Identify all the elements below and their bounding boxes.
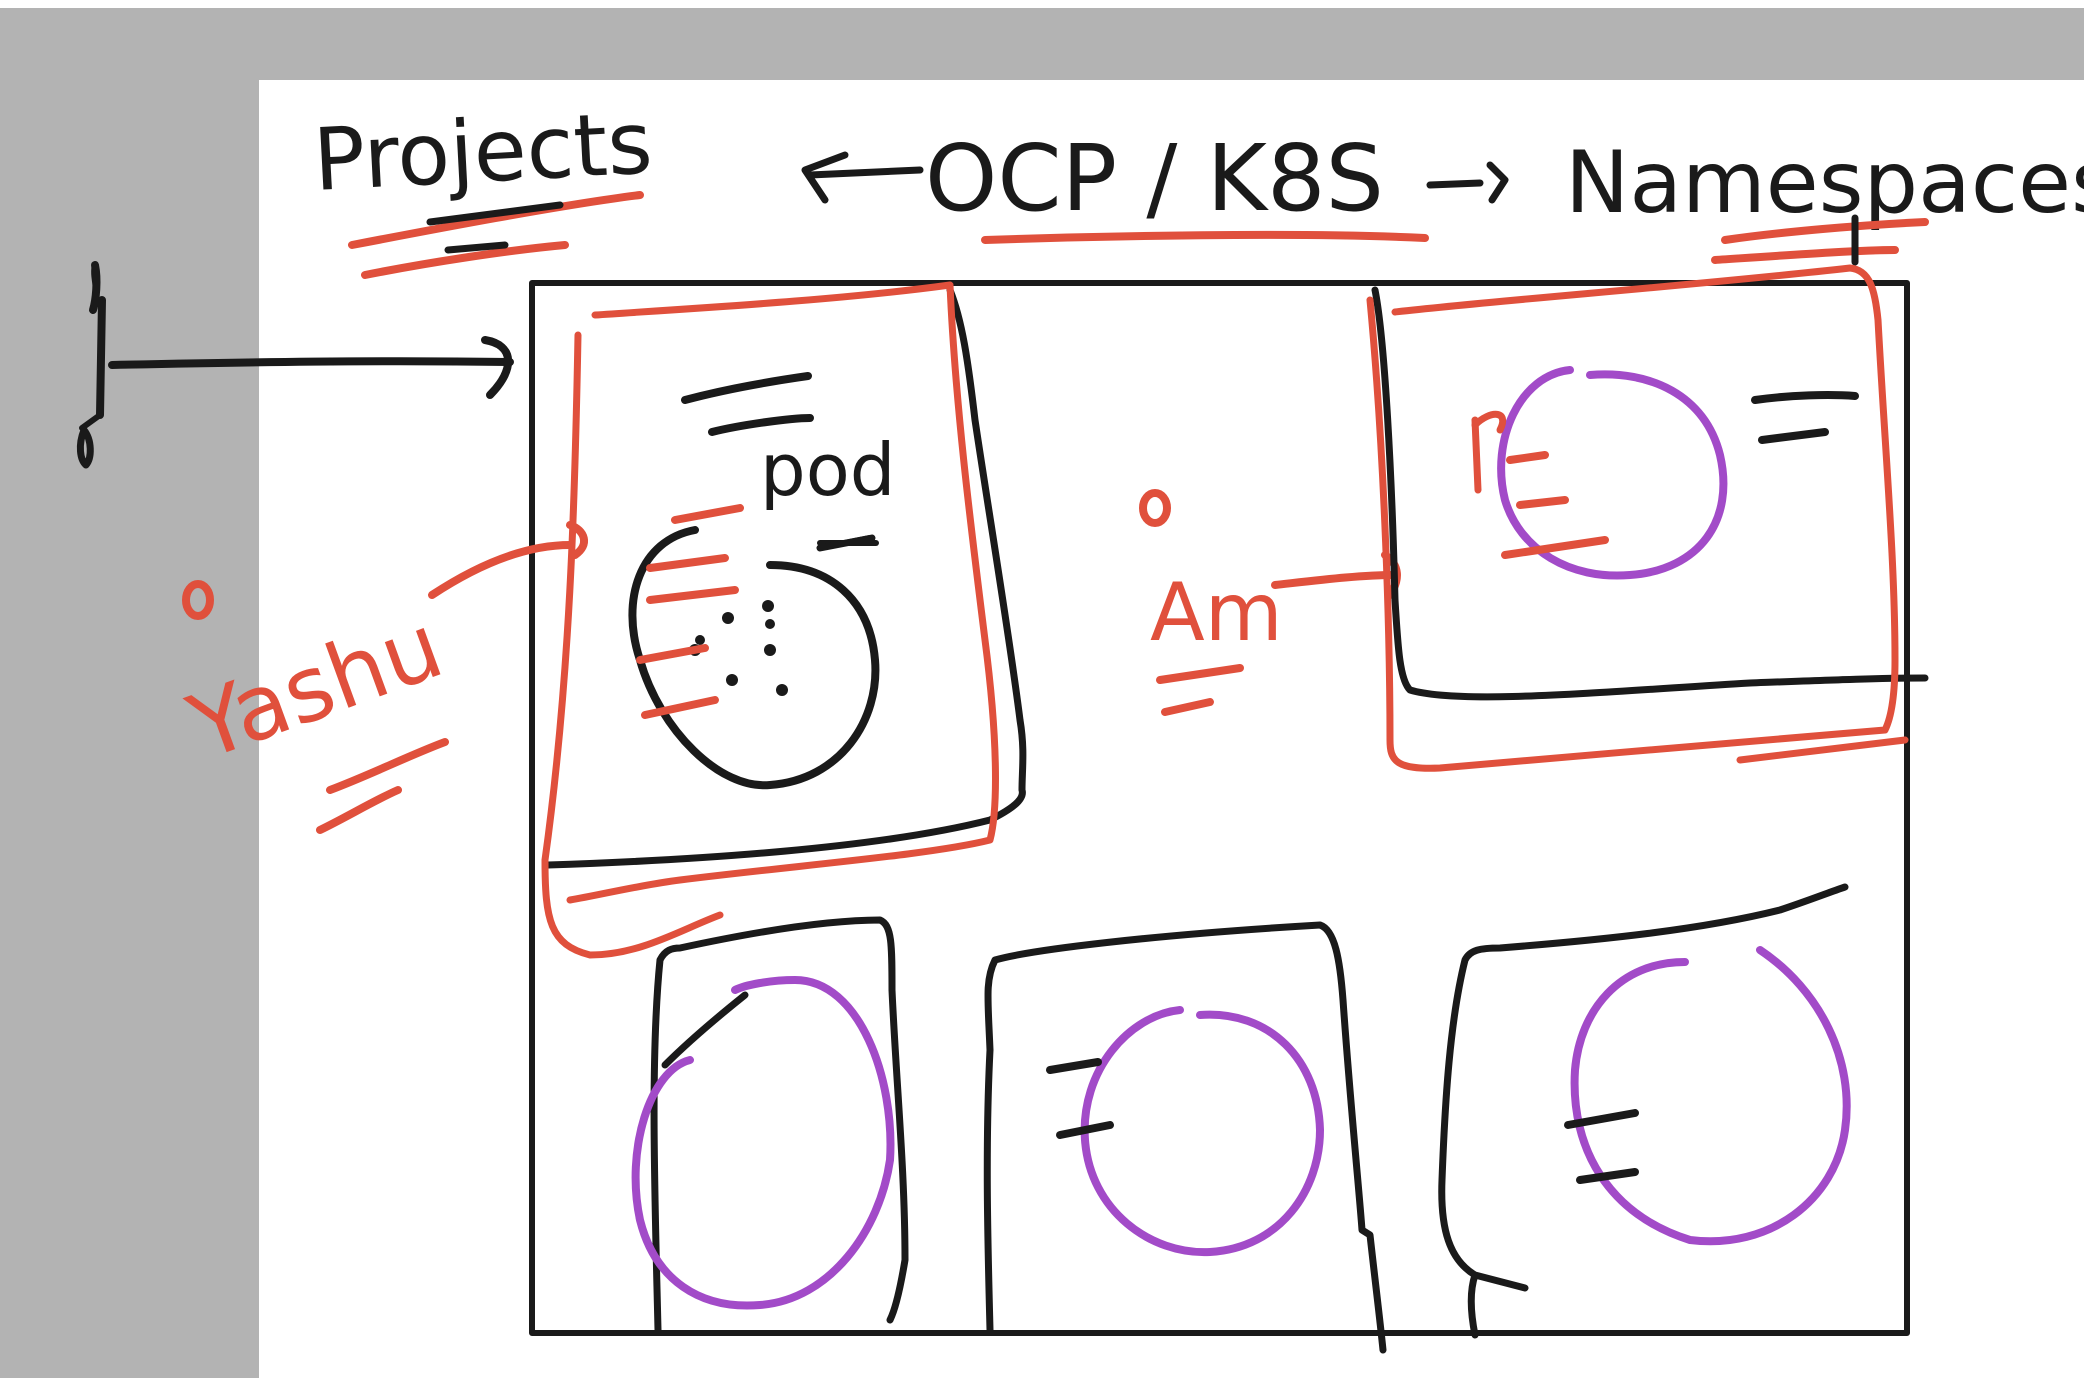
project-bottom-3 (1438, 883, 1851, 1339)
header-platform: OCP / K8S (925, 125, 1384, 232)
header-namespaces: Namespaces (1565, 133, 2084, 233)
project-bottom-2 (983, 921, 1387, 1354)
header-projects: Projects (311, 93, 655, 211)
user-yashu: Yashu (176, 521, 588, 834)
user-am: Am (1139, 489, 1401, 716)
namespace-frame (529, 280, 1910, 1336)
project-top-right (1366, 264, 1929, 772)
left-arrow (76, 261, 514, 469)
pod-label: pod (760, 428, 895, 512)
project-bottom-1 (631, 916, 909, 1334)
user-am-label: Am (1150, 566, 1283, 659)
top-edge (0, 0, 2084, 8)
header: Projects OCP / K8S Namespaces (311, 93, 2084, 279)
project-top-left: pod (541, 281, 1027, 959)
